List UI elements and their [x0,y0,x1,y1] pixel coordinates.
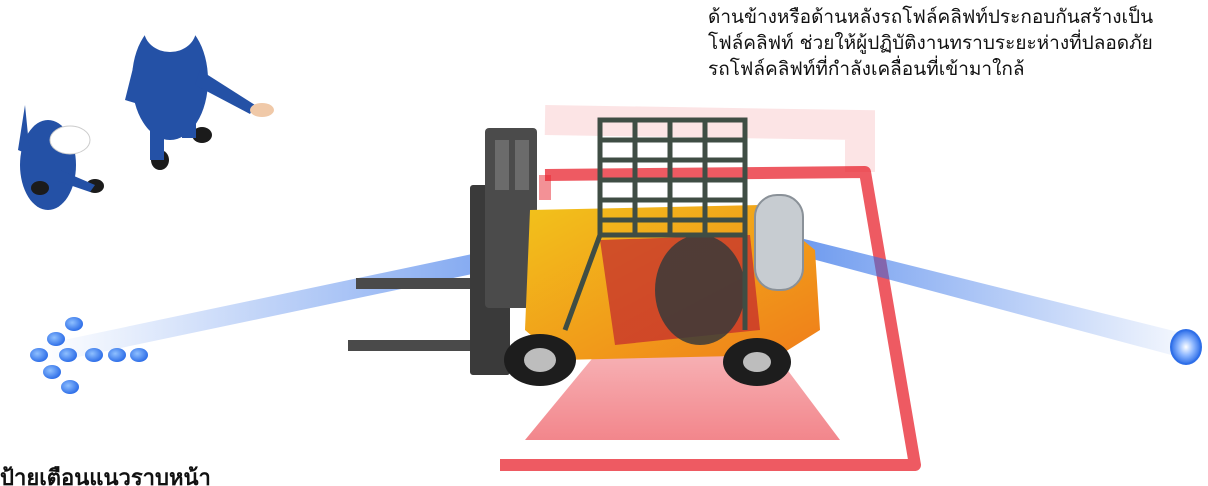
worker-left [18,68,104,210]
caption-line-2: โฟล์คลิฟท์ ช่วยให้ผู้ปฏิบัติงานทราบระยะห… [708,30,1208,56]
worker-right [125,8,274,170]
helmet-icon [19,68,67,108]
caption-line-1: ด้านข้างหรือด้านหลังรถโฟล์คลิฟท์ประกอบกั… [708,4,1208,30]
caption-line-3: รถโฟล์คลิฟท์ที่กำลังเคลื่อนที่เข้ามาใกล้ [708,56,1208,82]
blue-beam-right [760,228,1190,360]
forklift-forks [348,278,486,351]
gas-cylinder [755,195,803,290]
section-heading: ป้ายเตือนแนวราบหน้า [0,468,211,486]
light-spot-icon [1171,330,1201,364]
caption-text: ด้านข้างหรือด้านหลังรถโฟล์คลิฟท์ประกอบกั… [708,4,1208,82]
helmet-icon [144,8,196,52]
